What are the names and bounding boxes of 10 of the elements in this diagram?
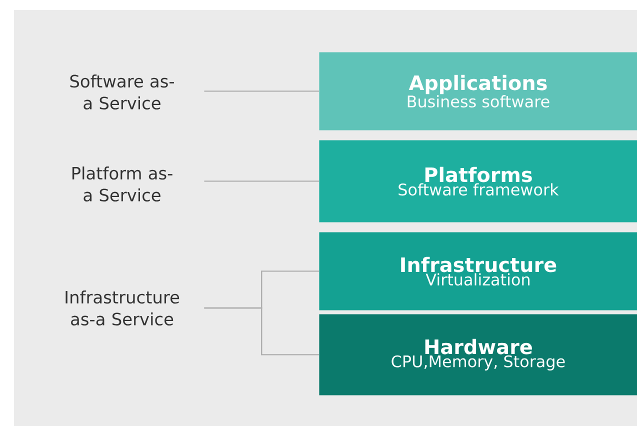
connector-line bbox=[204, 90, 319, 92]
connector-line bbox=[204, 180, 319, 182]
service-label: Infrastructure as-a Service bbox=[66, 290, 180, 326]
layer-box: Hardware CPU,Memory, Storage bbox=[319, 314, 637, 396]
service-label: Platform as-a Service bbox=[72, 166, 172, 202]
service-label: Software as-a Service bbox=[70, 74, 174, 110]
layer-box: Applications Business software bbox=[319, 52, 637, 130]
connector-line bbox=[204, 307, 319, 356]
layer-box: Platforms Software framework bbox=[319, 140, 637, 222]
layer-box: Infrastructure Virtualization bbox=[319, 232, 637, 310]
